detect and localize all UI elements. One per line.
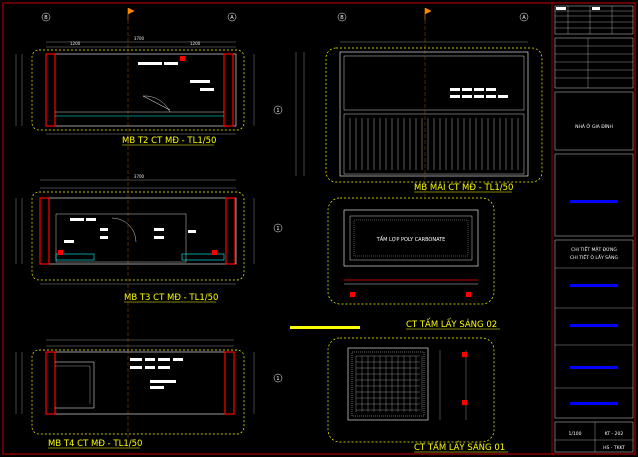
label-t2: MB T2 CT MĐ - TL1/50 — [122, 136, 216, 146]
sheet-number: KT - 202 — [605, 431, 624, 437]
label-t4: MB T4 CT MĐ - TL1/50 — [48, 439, 142, 449]
yellow-bar — [290, 326, 360, 329]
blue-bar — [570, 200, 618, 203]
svg-text:3700: 3700 — [134, 36, 145, 41]
drawing-code: HS - TKKT — [603, 445, 625, 451]
axis-1: 1 — [276, 108, 279, 114]
plan-roof: MB MÁI CT MĐ - TL1/50 — [295, 41, 543, 193]
blue-bar — [570, 402, 618, 405]
axis-a: A — [230, 15, 234, 21]
detail-skylight-02: TẤM LỢP POLY CARBONATE CT TẤM LẤY SÁNG 0… — [290, 197, 500, 330]
svg-text:3700: 3700 — [134, 174, 145, 179]
label-roof: MB MÁI CT MĐ - TL1/50 — [414, 181, 513, 193]
axis-1: 1 — [276, 376, 279, 382]
content-line-2: CHI TIẾT Ô LẤY SÁNG — [570, 253, 619, 261]
label-skylight-01: CT TẤM LẤY SÁNG 01 — [414, 441, 505, 453]
axis-b: B — [340, 15, 344, 21]
title-block: NHÀ Ở GIA ĐÌNH CHI TIẾT MẶT ĐỨNG CHI TIẾ… — [554, 5, 634, 453]
axis-1: 1 — [276, 226, 279, 232]
axis-a: A — [522, 15, 526, 21]
plan-t2: 3700 1200 1200 MB T2 CT MĐ - TL1/50 — [15, 36, 255, 146]
label-skylight-02: CT TẤM LẤY SÁNG 02 — [406, 318, 497, 330]
poly-carbonate-note: TẤM LỢP POLY CARBONATE — [376, 235, 446, 243]
blue-bar — [570, 324, 618, 327]
axis-b: B — [44, 15, 48, 21]
plan-t4: MB T4 CT MĐ - TL1/50 — [15, 339, 255, 449]
blue-bar — [570, 284, 618, 287]
plan-t3: 3700 MB T3 CT MĐ - TL1/50 — [15, 174, 255, 303]
detail-skylight-01: CT TẤM LẤY SÁNG 01 — [327, 337, 508, 453]
svg-text:1200: 1200 — [70, 41, 81, 46]
project-name: NHÀ Ở GIA ĐÌNH — [575, 122, 613, 130]
scale-value: 1/100 — [569, 431, 582, 437]
content-line-1: CHI TIẾT MẶT ĐỨNG — [571, 245, 617, 253]
label-t3: MB T3 CT MĐ - TL1/50 — [124, 293, 218, 303]
svg-text:1200: 1200 — [190, 41, 201, 46]
axis-markers: B A B A 1 1 1 — [41, 7, 529, 438]
blue-bar — [570, 366, 618, 369]
